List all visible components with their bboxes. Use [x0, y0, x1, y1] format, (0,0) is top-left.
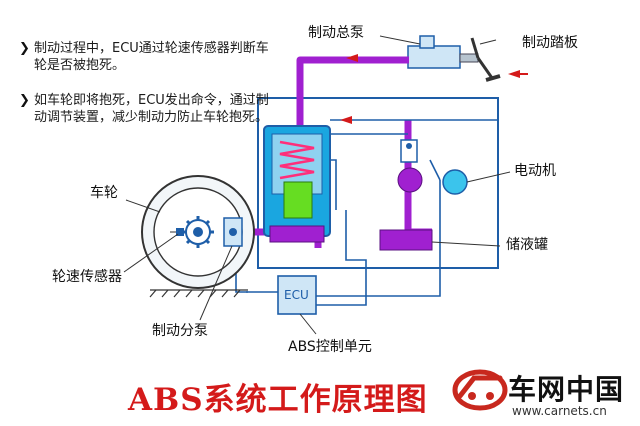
spring [279, 140, 315, 180]
bullet-1-text: 制动过程中，ECU通过轮速传感器判断车轮是否被抱死。 [34, 41, 269, 73]
hydraulic-unit-frame [257, 97, 499, 269]
master-cylinder [407, 35, 479, 69]
pump [397, 167, 423, 193]
diagram-title: ABS系统工作原理图 [128, 382, 428, 418]
label-brake-pedal: 制动踏板 [522, 35, 578, 51]
label-master-cylinder: 制动总泵 [308, 25, 364, 41]
label-wheel: 车轮 [90, 185, 118, 201]
label-wheel-cylinder: 制动分泵 [152, 323, 208, 339]
brand-url: www.carnets.cn [512, 404, 607, 418]
car-logo-icon [452, 369, 508, 411]
wheel [141, 175, 255, 289]
label-wheel-speed-sensor: 轮速传感器 [52, 269, 122, 285]
ecu-box [277, 275, 317, 315]
bullet-2-text: 如车轮即将抱死，ECU发出命令，通过制动调节装置，减少制动力防止车轮抱死。 [34, 93, 269, 125]
bullet-1: ❯ 制动过程中，ECU通过轮速传感器判断车轮是否被抱死。 [19, 40, 274, 74]
bullet-2: ❯ 如车轮即将抱死，ECU发出命令，通过制动调节装置，减少制动力防止车轮抱死。 [19, 92, 274, 126]
chevron-right-icon: ❯ [19, 41, 30, 56]
label-motor: 电动机 [514, 163, 556, 179]
flow-arrow-top [346, 54, 358, 62]
brand-name: 车网中国 [508, 373, 625, 406]
brake-pedal [470, 37, 528, 82]
flow-arrow-mid [340, 116, 352, 124]
chevron-right-icon: ❯ [19, 93, 30, 108]
reservoir [379, 229, 433, 251]
pedal-arrow [508, 70, 520, 78]
wheel-speed-sensor [176, 228, 184, 236]
plunger [283, 181, 313, 219]
control-valve [263, 125, 331, 243]
label-ecu: ECU [284, 288, 309, 302]
label-reservoir: 储液罐 [506, 237, 548, 253]
circuit-lines [235, 119, 498, 306]
leader-lines [123, 35, 511, 335]
motor [442, 169, 468, 195]
check-valve [400, 139, 418, 163]
ground [149, 289, 248, 298]
label-abs-control-unit: ABS控制单元 [288, 339, 372, 355]
